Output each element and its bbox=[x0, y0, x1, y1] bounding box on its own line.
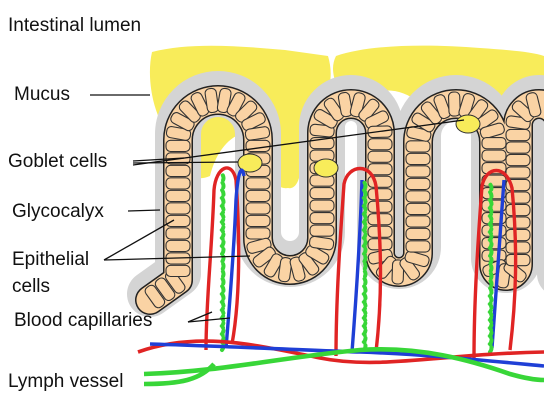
epithelial-cell bbox=[506, 242, 530, 253]
epithelial-cell bbox=[166, 240, 190, 251]
epithelial-cell bbox=[246, 215, 270, 226]
epithelial-cell bbox=[406, 141, 430, 152]
goblet-cell bbox=[456, 115, 480, 133]
epithelial-cell bbox=[310, 213, 334, 224]
label-epithelial-cells-line1: Epithelial bbox=[12, 249, 89, 271]
epithelial-cell bbox=[166, 215, 190, 226]
label-mucus: Mucus bbox=[14, 84, 70, 106]
epithelial-cell bbox=[246, 203, 270, 214]
epithelial-cell bbox=[406, 191, 430, 202]
epithelial-cell bbox=[406, 203, 430, 214]
epithelial-cell bbox=[482, 138, 506, 149]
epithelial-cell bbox=[406, 153, 430, 164]
goblet-cell bbox=[314, 159, 338, 177]
label-goblet-cells: Goblet cells bbox=[8, 151, 107, 173]
epithelial-cell bbox=[368, 139, 392, 150]
epithelial-cell bbox=[166, 178, 190, 189]
epithelial-cell bbox=[166, 140, 190, 151]
epithelial-cell bbox=[166, 228, 190, 239]
epithelial-cell bbox=[246, 140, 270, 151]
epithelial-cell bbox=[368, 189, 392, 200]
epithelial-cell bbox=[482, 150, 506, 161]
lacteal bbox=[222, 174, 224, 350]
epithelial-cell bbox=[166, 265, 190, 276]
epithelial-cell bbox=[246, 190, 270, 201]
epithelial-cell bbox=[246, 178, 270, 189]
epithelial-cell bbox=[368, 151, 392, 162]
label-blood-capillaries: Blood capillaries bbox=[14, 310, 152, 332]
epithelial-cell bbox=[506, 254, 530, 265]
epithelial-cell bbox=[310, 225, 334, 236]
epithelial-cell bbox=[406, 178, 430, 189]
epithelial-cell bbox=[506, 204, 530, 215]
label-lymph-vessel: Lymph vessel bbox=[8, 371, 123, 393]
lacteal bbox=[364, 182, 366, 350]
epithelial-cell bbox=[166, 203, 190, 214]
epithelial-cell bbox=[166, 190, 190, 201]
epithelial-cell bbox=[506, 129, 530, 140]
label-intestinal-lumen: Intestinal lumen bbox=[8, 15, 141, 37]
epithelial-cell bbox=[310, 200, 334, 211]
epithelial-cell bbox=[406, 241, 430, 252]
epithelial-cell bbox=[166, 165, 190, 176]
epithelial-cell bbox=[506, 192, 530, 203]
epithelial-cell bbox=[310, 188, 334, 199]
epithelial-cell bbox=[482, 225, 506, 236]
epithelial-cell bbox=[506, 217, 530, 228]
epithelial-cell bbox=[368, 201, 392, 212]
epithelial-cell bbox=[506, 142, 530, 153]
epithelial-cell bbox=[506, 167, 530, 178]
epithelial-cell bbox=[246, 228, 270, 239]
epithelial-cell bbox=[482, 238, 506, 249]
epithelial-cell bbox=[406, 216, 430, 227]
label-glycocalyx: Glycocalyx bbox=[12, 201, 104, 223]
epithelial-cell bbox=[406, 166, 430, 177]
epithelial-cell bbox=[506, 154, 530, 165]
lacteal bbox=[490, 184, 492, 352]
label-epithelial-cells-line2: cells bbox=[12, 276, 50, 298]
epithelial-cell bbox=[506, 229, 530, 240]
epithelial-cell bbox=[406, 228, 430, 239]
